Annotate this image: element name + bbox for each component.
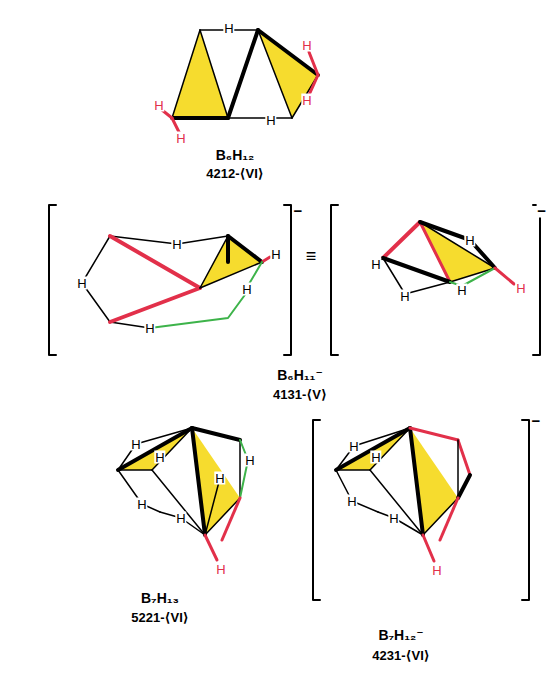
- structure-code: 4131-⟨V⟩: [272, 388, 328, 401]
- atom-label: H: [515, 282, 526, 295]
- atom-label: H: [241, 283, 252, 296]
- atom-label: H: [348, 440, 359, 453]
- atom-label: H: [431, 564, 442, 577]
- structure-code: 5221-⟨VI⟩: [130, 611, 189, 624]
- atom-label: H: [244, 454, 255, 467]
- charge-sign: −: [293, 203, 304, 218]
- formula-label: B₇H₁₃: [140, 591, 180, 605]
- atom-label: H: [76, 277, 87, 290]
- atom-label: H: [301, 94, 312, 107]
- atom-label: H: [215, 563, 226, 576]
- formula-label: B₆H₁₁⁻: [276, 368, 324, 382]
- structure-code: 4231-⟨VI⟩: [371, 649, 430, 662]
- atom-label: H: [175, 512, 186, 525]
- b6h11-side-view: [331, 205, 540, 355]
- formula-label: B₇H₁₂⁻: [377, 628, 424, 642]
- b6h11-top-view: [49, 205, 291, 355]
- atom-label: H: [301, 39, 312, 52]
- atom-label: H: [265, 114, 276, 127]
- atom-label: H: [399, 290, 410, 303]
- atom-label: H: [214, 472, 225, 485]
- b7h13-cluster: [118, 428, 248, 560]
- atom-label: H: [130, 438, 141, 451]
- charge-sign: −: [531, 413, 542, 428]
- atom-label: H: [456, 284, 467, 297]
- atom-label: H: [223, 22, 234, 35]
- atom-label: H: [346, 495, 357, 508]
- charge-sign: −: [536, 203, 547, 218]
- atom-label: H: [270, 248, 281, 261]
- b7h12-cluster: [313, 420, 529, 600]
- atom-label: H: [154, 451, 165, 464]
- b6h12-cluster: [162, 30, 318, 132]
- atom-label: H: [370, 258, 381, 271]
- atom-label: H: [144, 322, 155, 335]
- atom-label: H: [388, 512, 399, 525]
- atom-label: H: [153, 99, 164, 112]
- atom-label: H: [370, 451, 381, 464]
- structure-code: 4212-⟨VI⟩: [205, 167, 264, 180]
- atom-label: H: [175, 132, 186, 145]
- equivalence-sign: ≡: [305, 247, 318, 265]
- atom-label: H: [136, 498, 147, 511]
- atom-label: H: [171, 238, 182, 251]
- formula-label: B₆H₁₂: [215, 148, 256, 162]
- atom-label: H: [464, 234, 475, 247]
